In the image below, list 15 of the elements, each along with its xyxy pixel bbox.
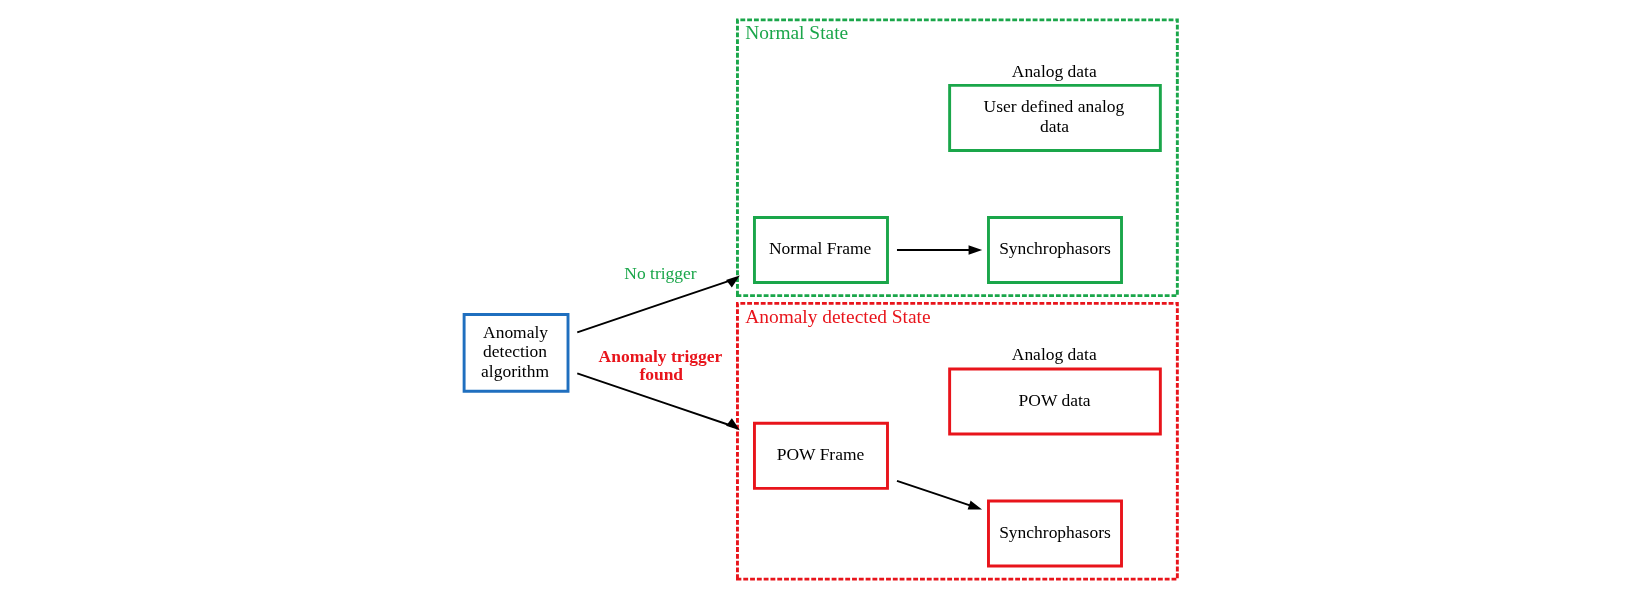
node-box: Synchrophasors — [987, 499, 1123, 568]
node-box: Synchrophasors — [987, 216, 1123, 284]
edge-label: No trigger — [624, 262, 697, 283]
edge-label: Anomaly trigger found — [598, 346, 723, 384]
node-box: User defined analog data — [948, 83, 1162, 152]
node-box: Normal Frame — [753, 216, 889, 284]
arrow — [576, 372, 740, 431]
arrow — [896, 479, 983, 510]
node-box: Anomaly detection algorithm — [462, 313, 570, 393]
arrow — [576, 275, 740, 334]
node-label: Analog data — [1011, 60, 1097, 81]
node-box: POW data — [948, 367, 1162, 436]
node-box: POW Frame — [753, 421, 889, 490]
arrow — [896, 245, 983, 255]
node-label: Analog data — [1011, 344, 1097, 365]
